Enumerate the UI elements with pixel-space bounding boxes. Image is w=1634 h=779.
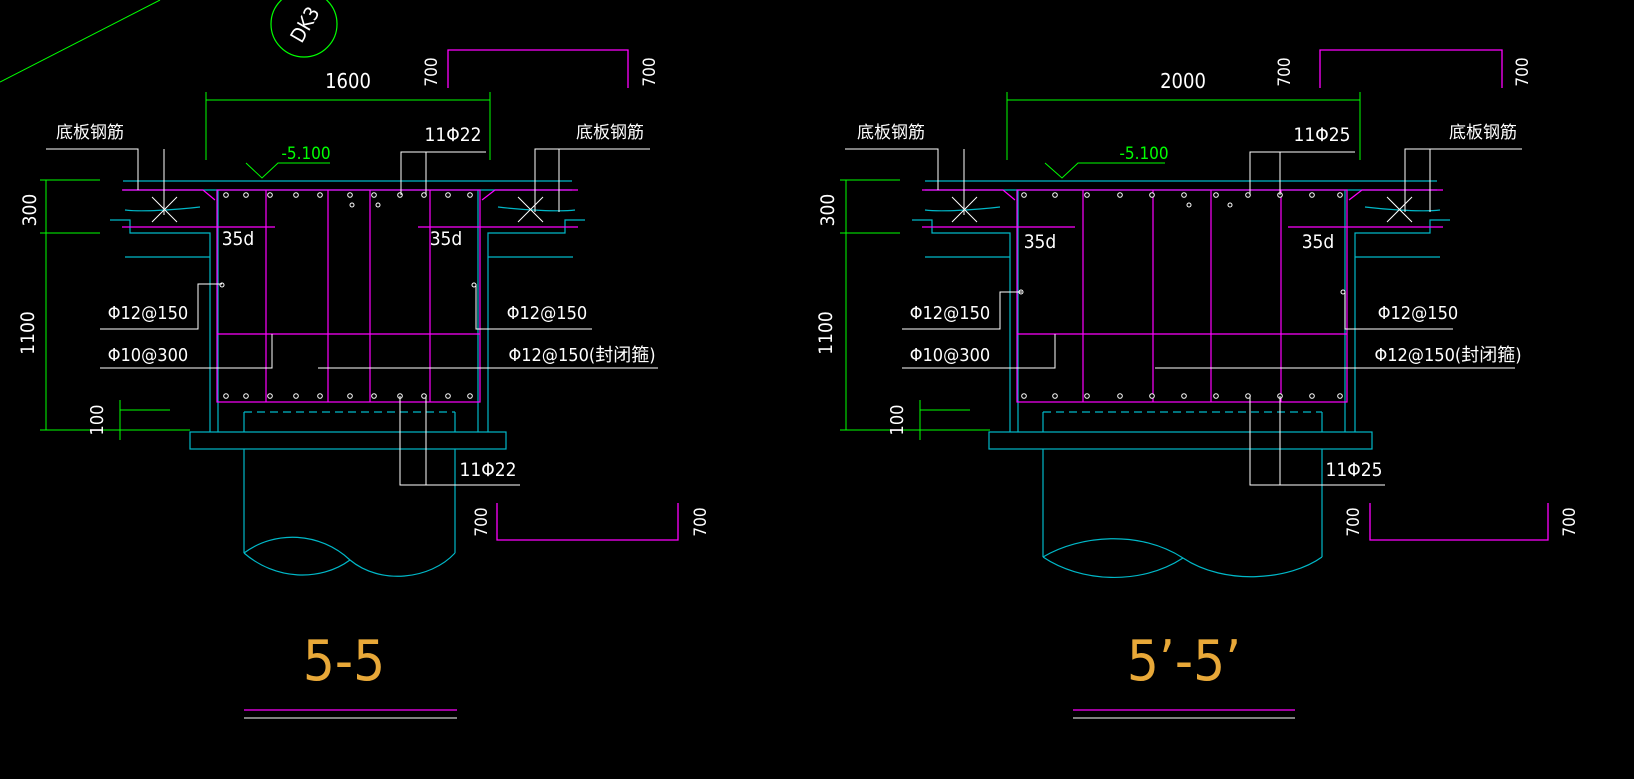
dim-700-top-left: 700 <box>422 57 442 86</box>
side-bar-left-2: Φ10@300 <box>108 345 188 366</box>
rebar-dots <box>1018 192 1346 399</box>
width-dimension: 2000 <box>1160 69 1206 93</box>
elevation-label: -5.100 <box>281 144 330 164</box>
top-bars-label: 11Φ25 <box>1294 124 1351 146</box>
side-bar-right-2: Φ12@150(封闭箍) <box>508 345 655 366</box>
dim-700-bottom-left: 700 <box>1344 507 1364 536</box>
dim-300: 300 <box>817 194 839 227</box>
dim-300: 300 <box>19 194 41 227</box>
width-dimension: 1600 <box>325 69 371 93</box>
side-bar-right-1: Φ12@150 <box>507 303 587 324</box>
dim-700-bottom-left: 700 <box>472 507 492 536</box>
dim-100: 100 <box>87 405 108 436</box>
elevation-label: -5.100 <box>1119 144 1168 164</box>
anchor-label-right: 35d <box>1302 231 1335 253</box>
corner-tag-label: DK3 <box>285 2 324 46</box>
corner-tag-circle <box>270 0 338 58</box>
bottom-bars-label: 11Φ22 <box>460 459 517 481</box>
rebar-dots <box>219 192 477 399</box>
section-title: 5-5 <box>303 629 385 694</box>
side-bar-left-1: Φ12@150 <box>108 303 188 324</box>
bottom-bars-label: 11Φ25 <box>1326 459 1383 481</box>
anchor-label-left: 35d <box>222 228 255 250</box>
slab-label-left: 底板钢筋 <box>56 123 124 143</box>
section-5p-5p: 2000 -5.100 底板钢筋 底板钢筋 11Φ25 35d 35d Φ12@… <box>815 49 1580 719</box>
slab-label-right: 底板钢筋 <box>576 123 644 143</box>
section-title: 5’-5’ <box>1127 629 1241 694</box>
dimensions <box>40 92 491 440</box>
slab-label-left: 底板钢筋 <box>857 123 925 143</box>
slab-x-marks <box>951 196 1413 223</box>
slab-x-marks <box>151 196 544 223</box>
leaders <box>46 148 658 486</box>
anchor-label-right: 35d <box>430 228 463 250</box>
top-bars-label: 11Φ22 <box>425 124 482 146</box>
column-brackets <box>447 49 679 541</box>
dim-700-bottom-right: 700 <box>1560 507 1580 536</box>
column-brackets <box>1319 49 1549 541</box>
leaders <box>845 148 1522 486</box>
side-bar-left-2: Φ10@300 <box>910 345 990 366</box>
dim-700-top-right: 700 <box>1513 57 1533 86</box>
corner-leader-line <box>0 0 161 83</box>
rebar-cage <box>922 189 1443 403</box>
side-bar-right-1: Φ12@150 <box>1378 303 1458 324</box>
concrete-outline <box>912 180 1450 579</box>
dim-700-top-left: 700 <box>1275 57 1295 86</box>
concrete-outline <box>110 180 585 577</box>
anchor-label-left: 35d <box>1024 231 1057 253</box>
dimensions <box>840 92 1361 440</box>
side-bar-right-2: Φ12@150(封闭箍) <box>1374 345 1521 366</box>
dim-700-bottom-right: 700 <box>691 507 711 536</box>
dim-700-top-right: 700 <box>640 57 660 86</box>
side-bar-left-1: Φ12@150 <box>910 303 990 324</box>
dim-1100: 1100 <box>815 311 837 355</box>
dim-100: 100 <box>887 405 908 436</box>
slab-label-right: 底板钢筋 <box>1449 123 1517 143</box>
rebar-cage <box>122 189 578 403</box>
dim-1100: 1100 <box>17 311 39 355</box>
section-5-5: 1600 -5.100 底板钢筋 底板钢筋 11Φ22 35d 35d Φ12@… <box>17 49 711 719</box>
